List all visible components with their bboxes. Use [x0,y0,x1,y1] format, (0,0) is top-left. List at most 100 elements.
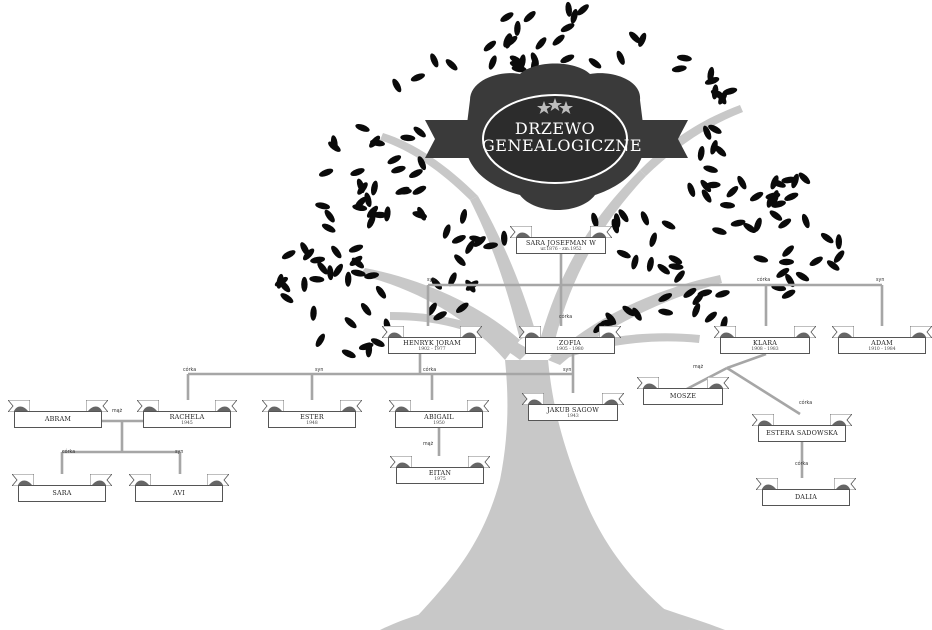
leaf-icon [565,1,572,17]
leaf-icon [809,256,823,267]
ribbon-left-icon [522,393,544,405]
leaf-icon [770,175,779,190]
trunk-branch [470,196,535,340]
person-node-abram: ABRAM [8,400,108,428]
leaf-icon [509,61,525,69]
connector-line [682,366,728,393]
ribbon-right-icon [599,326,621,338]
leaf-icon [704,311,717,323]
person-dates: 1948 [306,420,318,426]
leaf-icon [703,125,712,140]
person-dates: 1945 [181,420,193,426]
leaf-icon [310,256,326,264]
leaf-icon [348,244,364,253]
leaf-icon [465,240,475,254]
leaf-icon [427,302,437,316]
edge-label-dalia-up: córka [795,462,809,467]
leaf-icon [622,305,635,317]
leaf-icon [324,209,335,223]
person-name: MOSZE [669,392,697,400]
ribbon-right-icon [830,414,852,426]
ribbon-left-icon [752,414,774,426]
leaf-icon [354,196,367,209]
person-name: RACHELA [169,412,205,421]
leaf-icon [387,155,402,165]
leaf-icon [344,317,357,329]
leaf-icon [771,200,786,208]
leaf-icon [726,186,739,198]
leaf-icon [356,178,365,193]
leaf-icon [701,189,712,203]
title-line-1: DRZEWO [514,119,596,138]
leaf-icon [560,23,575,33]
leaf-icon [430,53,439,68]
leaf-icon [281,250,296,260]
leaf-icon [753,255,769,263]
leaf-icon [535,37,547,50]
edge-label-root-mid: córka [559,315,573,320]
leaf-icon [749,191,764,202]
leaf-icon [552,34,565,46]
leaf-icon [333,263,343,277]
leaf-icon [632,307,642,321]
trunk-branch [405,360,690,630]
person-name: DALIA [794,493,818,501]
edge-label-rachela-left: córka [62,450,76,455]
person-dates: 1902 - 1977 [418,346,446,352]
person-name: ABIGAIL [424,412,454,421]
leaf-icon [687,182,696,197]
leaf-icon [370,338,385,347]
leaf-icon [618,209,629,223]
leaf-icon [640,211,650,226]
person-dates: 1910 - 1984 [868,346,896,352]
title-banner [425,63,688,210]
ribbon-left-icon [262,400,284,412]
leaf-icon [730,219,746,227]
leaf-icon [801,213,810,229]
trunk-branch [380,600,470,630]
trunk-branch [390,312,530,360]
leaf-icon [646,256,654,272]
leaf-icon [658,308,674,316]
leaf-icon [366,214,376,229]
person-name: ADAM [871,338,893,347]
leaf-icon [448,272,457,287]
ribbon-left-icon [8,400,30,412]
trunk-branch [640,105,743,176]
edge-label-henryk-mid: syn [315,368,324,373]
person-node-avi: AVI [129,474,229,502]
edge-label-henryk-right: córka [423,368,437,373]
ribbon-right-icon [460,326,482,338]
connector-lines [60,254,884,478]
leaf-icon [500,12,514,22]
leaf-icon [588,58,602,69]
leaf-icon [279,280,291,293]
leaf-icon [445,59,458,71]
person-dates: 1908 - 1983 [751,346,779,352]
leaf-icon [456,302,469,313]
leaf-icon [576,4,589,16]
leaf-icon [720,202,735,209]
leaf-icon [798,172,811,185]
trunk-branch [540,170,646,340]
edge-label-estera-up: córka [799,401,813,406]
leaf-icon [319,168,334,177]
leaf-icon [700,179,712,193]
person-name: ESTERA SADOWSKA [766,429,838,437]
connector-line [726,366,801,416]
ribbon-right-icon [590,226,612,238]
leaf-icon [784,192,799,201]
person-name: HENRYK JORAM [403,338,461,347]
leaf-icon [409,169,423,179]
leaf-icon [683,287,697,298]
leaf-icon [658,293,673,302]
leaf-icon [442,224,451,239]
